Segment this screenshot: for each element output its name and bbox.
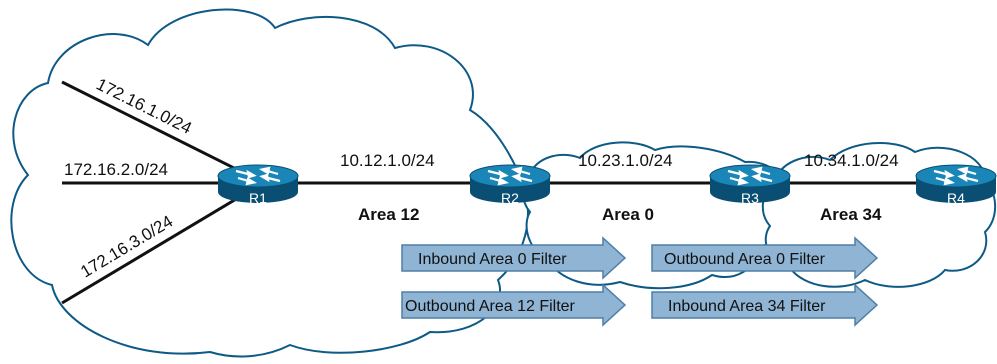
router-label: R2 [501,190,519,206]
filter-arrow-r2-inbound-area0: Inbound Area 0 Filter [401,236,627,280]
router-label: R4 [947,190,965,206]
network-label-r2-r3: 10.23.1.0/24 [578,151,673,170]
filter-arrow-r3-outbound-area0: Outbound Area 0 Filter [651,236,879,280]
filter-label: Inbound Area 34 Filter [668,298,826,315]
router-label: R3 [741,190,759,206]
area-label-0: Area 0 [602,205,654,224]
filter-arrow-r3-inbound-area34: Inbound Area 34 Filter [651,283,879,327]
router-r4[interactable]: R4 [914,163,997,206]
network-label-r1-r2: 10.12.1.0/24 [340,151,435,170]
link-r1-net3 [61,184,259,305]
router-r2[interactable]: R2 [468,163,552,206]
filter-label: Outbound Area 0 Filter [664,251,826,268]
network-label-r3-r4: 10.34.1.0/24 [804,151,899,170]
network-label-r1-net2: 172.16.2.0/24 [64,160,168,179]
link-r1-net1 [61,80,259,182]
filter-label: Inbound Area 0 Filter [418,251,567,268]
area-label-34: Area 34 [820,205,882,224]
filter-label: Outbound Area 12 Filter [405,298,576,315]
area-label-12: Area 12 [358,205,419,224]
filter-arrow-r2-outbound-area12: Outbound Area 12 Filter [401,283,627,327]
router-r3[interactable]: R3 [708,163,792,206]
router-r1[interactable]: R1 [216,163,300,206]
router-label: R1 [249,190,267,206]
